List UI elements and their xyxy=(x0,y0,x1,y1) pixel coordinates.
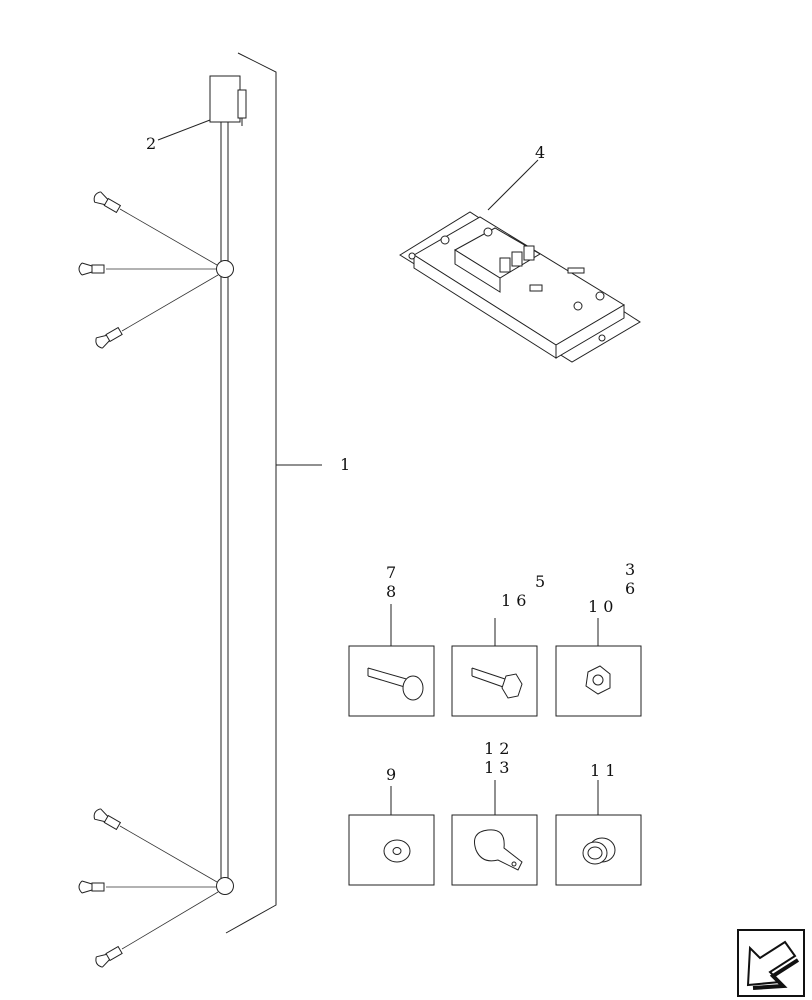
callout-11: 1 1 xyxy=(590,761,615,780)
terminal-lower-1 xyxy=(93,808,122,831)
terminal-upper-1 xyxy=(93,191,122,214)
callout-8: 8 xyxy=(386,582,396,601)
terminal-upper-3 xyxy=(95,326,123,349)
terminal-lower-2 xyxy=(78,880,105,894)
connector xyxy=(157,75,247,141)
callout-9: 9 xyxy=(386,765,396,784)
callout-3: 3 xyxy=(625,560,635,579)
relay-panel xyxy=(399,159,641,363)
callout-1: 1 xyxy=(340,455,350,474)
callout-13: 1 3 xyxy=(484,758,509,777)
wiring-harness xyxy=(106,52,322,950)
callout-6: 6 xyxy=(625,579,635,598)
terminal-lower-3 xyxy=(95,945,123,968)
terminal-upper-2 xyxy=(78,262,105,276)
callout-10: 1 0 xyxy=(588,597,613,616)
callout-2: 2 xyxy=(146,134,156,153)
bolt-round-head xyxy=(348,604,435,717)
callout-7: 7 xyxy=(386,563,396,582)
back-arrow-icon[interactable] xyxy=(737,929,805,997)
callout-4: 4 xyxy=(535,143,545,162)
hex-nut xyxy=(555,618,642,717)
bolt-hex-head xyxy=(451,618,538,717)
callout-16: 1 6 xyxy=(501,591,526,610)
callout-12: 1 2 xyxy=(484,739,509,758)
flat-washer xyxy=(348,786,435,886)
callout-5: 5 xyxy=(535,572,545,591)
p-clamp xyxy=(451,780,538,886)
grommet-plug xyxy=(555,780,642,886)
